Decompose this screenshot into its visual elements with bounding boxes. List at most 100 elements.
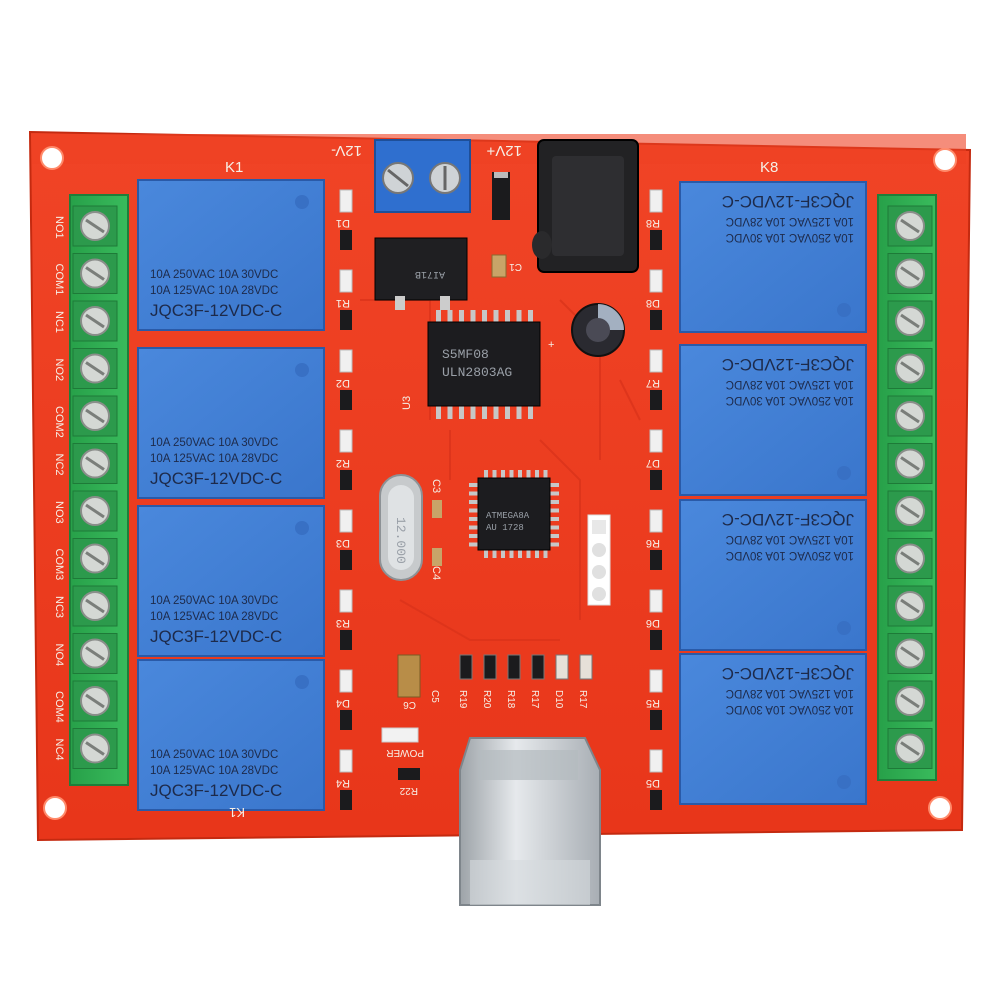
relay-model: JQC3F-12VDC-C <box>150 301 282 320</box>
right-resistor <box>650 310 662 330</box>
right-resistor <box>650 710 662 730</box>
left-resistor <box>340 470 352 490</box>
power-terminal <box>374 139 471 213</box>
driver-line1: S5MF08 <box>442 347 489 362</box>
left-screw-slot <box>85 551 105 566</box>
bottom-component-label: D10 <box>553 690 564 709</box>
left-screw-slot <box>85 456 105 471</box>
mcu-pin <box>543 470 548 479</box>
terminal-label-left: NC4 <box>53 739 65 761</box>
mcu-line1: ATMEGA8A <box>486 511 530 521</box>
right-resistor <box>650 630 662 650</box>
left-led <box>339 509 353 533</box>
cap-c3 <box>432 500 442 518</box>
terminal-label-left: NO3 <box>53 501 65 524</box>
left-resistor <box>340 230 352 250</box>
left-led <box>339 349 353 373</box>
right-led-label: D8 <box>646 297 660 309</box>
relay-pin-mark <box>295 363 309 377</box>
mcu-pin <box>550 508 559 513</box>
left-screw-slot <box>85 503 105 519</box>
right-screw-slot <box>900 693 920 709</box>
relay-body <box>137 505 325 657</box>
left-led <box>339 749 353 773</box>
uln-pin <box>482 405 487 419</box>
right-screw-slot <box>900 646 920 661</box>
left-relays: 10A 250VAC 10A 30VDC 10A 125VAC 10A 28VDC… <box>137 179 325 811</box>
mcu-pin <box>469 525 478 530</box>
relay-model: JQC3F-12VDC-C <box>722 510 854 529</box>
driver-line2: ULN2803AG <box>442 365 512 380</box>
right-relays: 10A 250VAC 10A 30VDC 10A 125VAC 10A 28VDC… <box>679 181 867 805</box>
left-led-label: R4 <box>336 777 350 789</box>
relay-k8-label: K8 <box>760 159 778 176</box>
relay-rating-2: 10A 125VAC 10A 28VDC <box>726 687 854 699</box>
terminal-label-left: COM1 <box>53 264 65 296</box>
mcu-pin <box>535 470 539 479</box>
right-led <box>649 189 663 213</box>
uln-pin <box>459 310 464 324</box>
relay-model: JQC3F-12VDC-C <box>150 627 282 646</box>
power-led <box>381 727 419 743</box>
cap-c3-label: C3 <box>430 479 442 493</box>
relay-body <box>679 653 867 805</box>
right-screw-slot <box>900 598 920 614</box>
uln-pin <box>516 310 522 324</box>
relay-rating-1: 10A 250VAC 10A 30VDC <box>150 269 278 281</box>
mcu-pin <box>518 470 522 479</box>
mcu-pin <box>550 483 559 487</box>
right-led-label: D5 <box>646 777 660 789</box>
dc-jack <box>532 139 639 273</box>
left-resistor <box>340 630 352 650</box>
relay-k1-bottom-label: K1 <box>229 805 245 820</box>
right-led-label: R5 <box>646 697 660 709</box>
mcu-pin <box>501 470 505 479</box>
left-led-label: D1 <box>336 217 350 229</box>
left-led-label: D3 <box>336 537 350 549</box>
resistor-r22 <box>398 768 420 780</box>
cap-c1 <box>491 254 507 278</box>
bottom-component <box>579 654 593 680</box>
uln-pin <box>528 310 533 324</box>
relay-pin-mark <box>295 675 309 689</box>
terminal-label-left: COM4 <box>53 691 65 723</box>
relay-rating-2: 10A 125VAC 10A 28VDC <box>150 765 278 777</box>
bottom-component <box>531 654 545 680</box>
relay-model: JQC3F-12VDC-C <box>722 355 854 374</box>
relay-rating-2: 10A 125VAC 10A 28VDC <box>150 611 278 623</box>
voltage-regulator: AI71B <box>374 237 468 310</box>
left-led <box>339 589 353 613</box>
mcu-pin <box>550 542 559 547</box>
left-resistor <box>340 550 352 570</box>
terminal-label-left: NC3 <box>53 596 65 618</box>
left-terminal-block <box>69 194 129 786</box>
mcu-pin <box>469 534 478 538</box>
right-screw-slot <box>900 313 920 329</box>
mcu-pin <box>469 491 478 496</box>
relay-pin-mark <box>837 466 851 480</box>
right-screw-slot <box>900 266 920 281</box>
right-terminal-block <box>877 194 937 781</box>
mcu-pin <box>469 500 478 504</box>
power-plus-label: 12V+ <box>486 142 522 159</box>
left-led-label: D2 <box>336 377 350 389</box>
uln-driver-chip: S5MF08 ULN2803AG <box>427 310 541 419</box>
usb-b-connector <box>459 737 601 906</box>
relay-pin-mark <box>295 521 309 535</box>
bottom-component-label: R17 <box>577 690 588 709</box>
right-led-label: R8 <box>646 217 660 229</box>
relay-rating-1: 10A 250VAC 10A 30VDC <box>726 549 854 561</box>
uln-pin <box>482 310 487 324</box>
right-led-label: D7 <box>646 457 660 469</box>
mcu-pin <box>469 483 478 487</box>
driver-ref: U3 <box>401 396 413 410</box>
power-minus-label: 12V- <box>331 142 362 159</box>
left-led-label: D4 <box>336 697 350 709</box>
right-screw-slot <box>900 408 920 424</box>
